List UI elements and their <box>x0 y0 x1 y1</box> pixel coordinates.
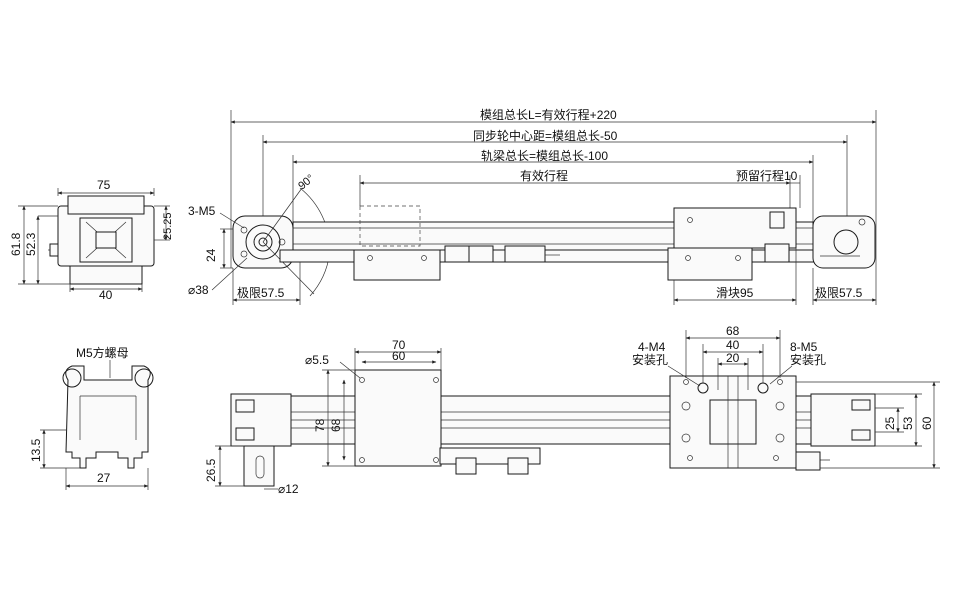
top-left-bracket <box>354 369 442 467</box>
dim-53: 53 <box>901 416 915 430</box>
end-bottom-40: 40 <box>99 288 113 302</box>
end-view-top-block <box>67 195 145 215</box>
dim-78: 78 <box>313 418 327 432</box>
dim-20: 20 <box>726 351 740 365</box>
limit-left-label: 极限57.5 <box>237 286 285 300</box>
effective-stroke-label: 有效行程 <box>520 168 568 183</box>
end-view-base <box>69 265 143 285</box>
holes-8m5-sub: 安装孔 <box>790 352 826 367</box>
carriage-ghost <box>359 205 421 247</box>
dim-25: 25 <box>883 416 897 430</box>
nut-label: M5方螺母 <box>76 345 129 360</box>
bolt-3m5-label: 3-M5 <box>188 204 216 218</box>
profile-13-5: 13.5 <box>29 438 43 462</box>
dim-40: 40 <box>726 338 740 352</box>
profile-section: M5方螺母 13.5 27 <box>29 345 154 490</box>
front-view: 模组总长L=有效行程+220 同步轮中心距=模组总长-50 轨梁总长=模组总长-… <box>188 107 877 305</box>
end-view: 75 40 61.8 52.3 25.25 <box>9 178 174 302</box>
reserved-stroke-label: 预留行程10 <box>736 168 798 183</box>
angle-90-label: 90° <box>296 172 316 192</box>
profile-27: 27 <box>97 471 111 485</box>
left-pulley-circle <box>245 224 281 260</box>
dim-60: 60 <box>392 349 406 363</box>
holes-8m5-label: 8-M5 <box>790 340 818 354</box>
holes-4m4-sub: 安装孔 <box>632 352 668 367</box>
end-width-75: 75 <box>97 178 111 192</box>
pulley-center-label: 同步轮中心距=模组总长-50 <box>473 128 618 143</box>
right-end-housing <box>812 215 876 269</box>
rail-length-label: 轨梁总长=模组总长-100 <box>481 148 608 163</box>
dim-60-vertical: 60 <box>920 416 934 430</box>
limit-right-label: 极限57.5 <box>815 286 863 300</box>
end-view-pulley <box>95 231 117 249</box>
profile-outline <box>65 365 151 469</box>
dia-38-label: ⌀38 <box>188 283 209 297</box>
dim-68: 68 <box>726 324 740 338</box>
end-height-52-3: 52.3 <box>24 232 38 256</box>
dim-24: 24 <box>204 248 218 262</box>
top-view: 26.5 ⌀12 70 60 ⌀5.5 78 68 <box>204 324 940 496</box>
total-length-label: 模组总长L=有效行程+220 <box>480 107 617 122</box>
dim-70: 70 <box>392 338 406 352</box>
dim-68-vertical: 68 <box>329 418 343 432</box>
hole-5-5-label: ⌀5.5 <box>305 353 329 367</box>
end-height-25-25: 25.25 <box>162 212 174 240</box>
holes-4m4-label: 4-M4 <box>638 340 666 354</box>
end-height-61-8: 61.8 <box>9 232 23 256</box>
dim-26-5: 26.5 <box>204 458 218 482</box>
slider-95-label: 滑块95 <box>716 286 754 300</box>
sensor-bracket <box>353 249 441 281</box>
slider-lower <box>667 247 753 281</box>
dia-12-label: ⌀12 <box>278 482 299 496</box>
motor-shaft-block <box>243 445 275 487</box>
